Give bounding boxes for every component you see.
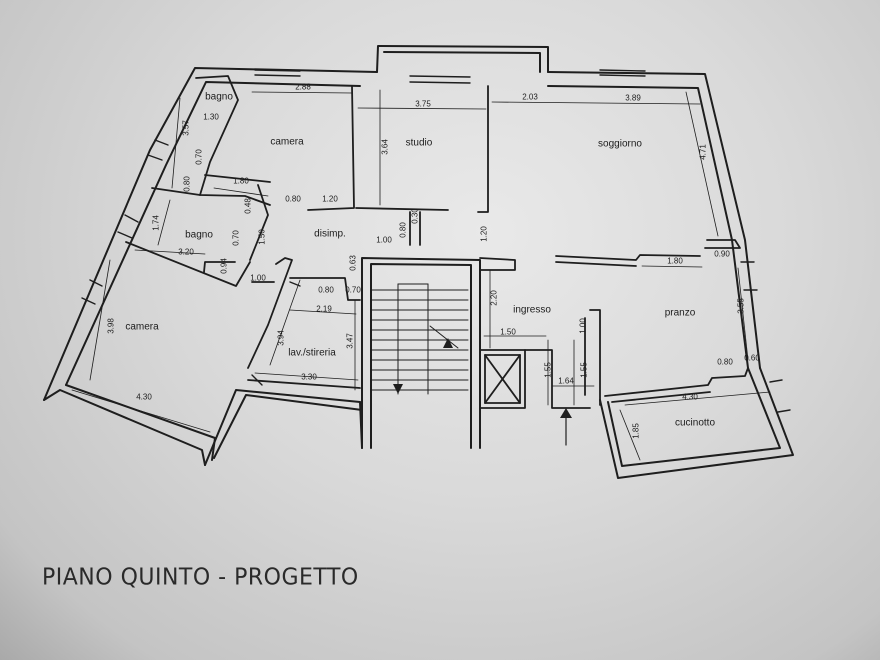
staircase <box>371 283 469 395</box>
stair-arrows <box>393 338 572 418</box>
dimension-label: 0.30 <box>410 208 420 224</box>
dimension-label: 2.20 <box>489 290 499 306</box>
window-marks <box>81 69 791 413</box>
dimension-label: 3.30 <box>301 372 317 382</box>
dimension-label: 1.85 <box>631 423 641 439</box>
dimension-label: 3.75 <box>415 99 431 109</box>
dimension-label: 1.80 <box>667 256 683 266</box>
dimension-label: 1.55 <box>579 362 589 378</box>
dimension-label: 1.50 <box>257 229 267 245</box>
room-label-bagno-mid: bagno <box>185 229 213 241</box>
dimension-label: 1.50 <box>500 327 516 337</box>
dimension-label: 2.03 <box>522 92 538 102</box>
dimension-label: 0.80 <box>717 357 733 367</box>
room-label-disimp: disimp. <box>314 228 346 240</box>
dimension-label: 3.57 <box>181 120 191 136</box>
room-label-camera-bottom: camera <box>125 321 159 333</box>
dimension-label: 3.47 <box>345 333 355 349</box>
plan-title: PIANO QUINTO - PROGETTO <box>42 564 359 591</box>
dimension-label: 4.30 <box>682 392 698 402</box>
dimension-label: 1.30 <box>203 112 219 122</box>
dimension-label: 0.90 <box>714 249 730 259</box>
room-label-lav-stireria: lav./stireria <box>288 347 336 359</box>
dimension-label: 1.20 <box>479 226 489 242</box>
dimension-label: 1.00 <box>376 235 392 245</box>
room-label-camera-top: camera <box>270 136 304 148</box>
dimension-label: 2.19 <box>316 304 332 314</box>
dimension-label: 3.55 <box>736 298 746 314</box>
dimension-label: 0.70 <box>194 149 204 165</box>
dimension-label: 1.74 <box>151 215 161 231</box>
dimension-label: 4.71 <box>698 144 708 160</box>
dimension-label: 0.80 <box>318 285 334 295</box>
dimension-label: 3.94 <box>276 330 286 346</box>
dimension-label: 3.64 <box>380 139 390 155</box>
dimension-label: 1.55 <box>543 362 553 378</box>
dimension-label: 0.63 <box>348 255 358 271</box>
room-label-studio: studio <box>405 137 433 149</box>
room-label-bagno-top: bagno <box>205 91 233 103</box>
room-label-pranzo: pranzo <box>664 307 696 319</box>
dimension-label: 1.00 <box>578 318 588 334</box>
dimension-label: 3.20 <box>178 247 194 257</box>
dimension-label: 0.80 <box>182 176 192 192</box>
dimension-label: 0.94 <box>219 258 229 274</box>
dimension-label: 3.98 <box>106 318 116 334</box>
dimension-label: 1.64 <box>558 376 574 386</box>
dimension-label: 3.89 <box>625 93 641 103</box>
room-label-ingresso: ingresso <box>513 304 551 316</box>
dimension-label: 0.80 <box>285 194 301 204</box>
dimension-label: 0.48 <box>243 198 253 214</box>
dimension-label: 2.88 <box>295 82 311 92</box>
dimension-label: 0.60 <box>744 353 760 363</box>
dimension-label: 1.80 <box>233 176 249 186</box>
dimension-lines <box>71 89 771 461</box>
dimension-label: 4.30 <box>136 392 152 402</box>
dimension-label: 0.70 <box>345 285 361 295</box>
dimension-label: 1.20 <box>322 194 338 204</box>
interior-walls <box>125 75 749 409</box>
dimension-label: 0.80 <box>398 222 408 238</box>
dimension-label: 1.00 <box>250 273 266 283</box>
room-label-soggiorno: soggiorno <box>598 138 642 150</box>
dimension-label: 0.70 <box>231 230 241 246</box>
room-label-cucinotto: cucinotto <box>674 417 716 429</box>
